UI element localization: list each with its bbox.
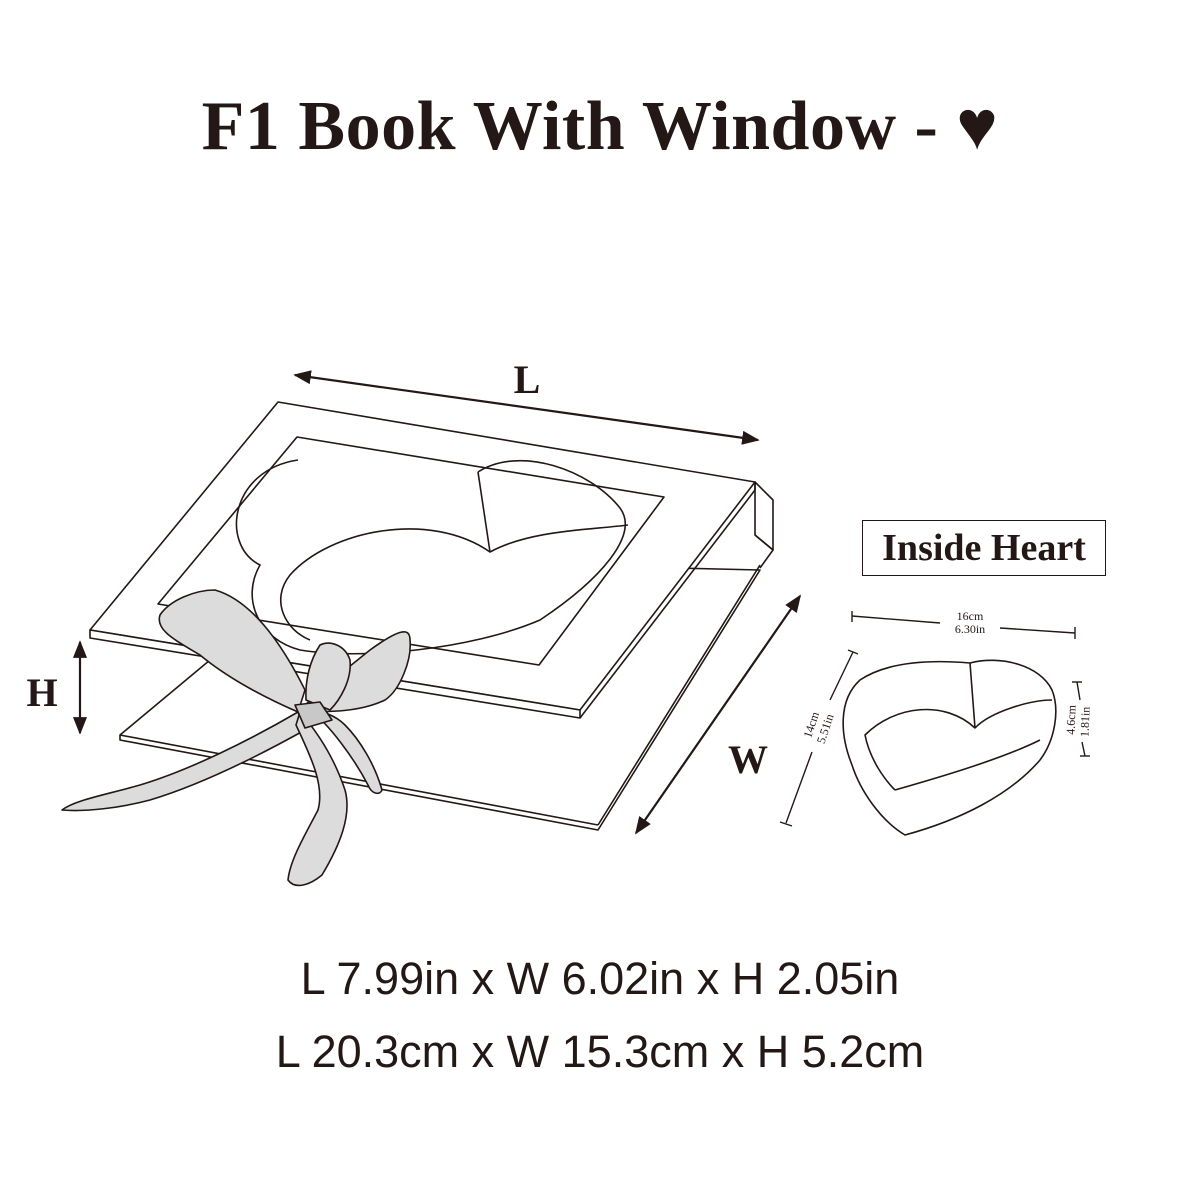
inside-length-cm: 16cm <box>957 609 984 623</box>
inside-length-dimension <box>851 611 1076 639</box>
inside-height-dimension <box>1072 681 1090 757</box>
dimensions-imperial: L 7.99in x W 6.02in x H 2.05in <box>300 953 900 1004</box>
inside-width-dimension <box>779 649 859 827</box>
ribbon-bow <box>61 589 411 887</box>
length-label: L <box>514 357 541 402</box>
width-arrow <box>634 594 802 835</box>
dimensions-metric: L 20.3cm x W 15.3cm x H 5.2cm <box>275 1026 925 1077</box>
box-spine <box>754 481 774 551</box>
inside-height-cm: 4.6cm <box>1063 704 1078 735</box>
width-label: W <box>728 737 768 782</box>
page-title: F1 Book With Window - ♥ <box>201 88 999 165</box>
inside-length-in: 6.30in <box>955 622 985 636</box>
length-arrow <box>293 370 760 445</box>
inside-heart-label: Inside Heart <box>862 520 1106 576</box>
box-window <box>157 436 665 666</box>
inside-heart-illustration <box>842 659 1057 836</box>
height-label: H <box>26 670 57 715</box>
inside-height-in: 1.81in <box>1077 706 1092 737</box>
heart-outline <box>235 459 626 655</box>
